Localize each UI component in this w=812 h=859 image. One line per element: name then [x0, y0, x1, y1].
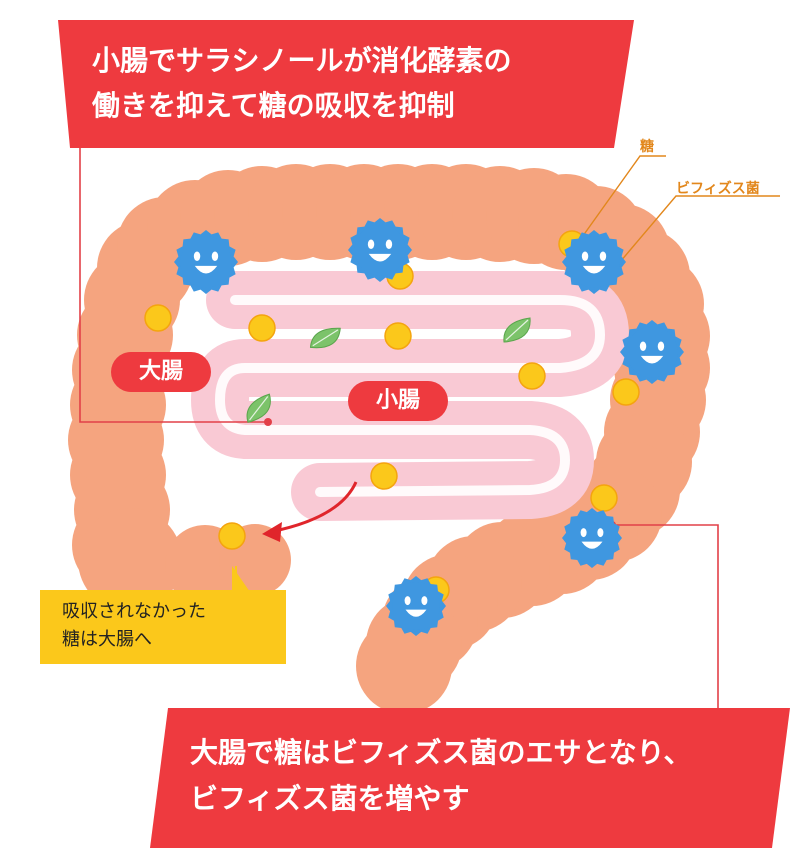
sugar-dot-icon — [384, 322, 412, 350]
smiling-bacteria-icon — [174, 230, 238, 294]
bottom-callout-connector — [612, 524, 719, 710]
unabsorbed-sugar-note: 吸収されなかった 糖は大腸へ — [40, 590, 286, 664]
colon-segment — [78, 508, 182, 612]
small-intestine-shape — [191, 271, 629, 521]
small-intestine-highlight — [215, 295, 605, 497]
bottom-callout-line-1: 大腸で糖はビフィズス菌のエサとなり、 — [190, 736, 692, 769]
smiling-bacteria-icon — [562, 230, 626, 294]
smiling-bacteria-icon — [562, 508, 622, 568]
top-callout-banner: 小腸でサラシノールが消化酵素の 働きを抑えて糖の吸収を抑制 — [58, 20, 634, 148]
leaf-group — [246, 317, 531, 423]
bifido-legend-connector — [619, 195, 780, 263]
sugar-dot-icon — [518, 362, 546, 390]
salacia-leaf-icon — [309, 327, 341, 349]
large-intestine-label: 大腸 — [111, 352, 211, 392]
sugar-dot-icon — [144, 304, 172, 332]
salacia-leaf-icon — [246, 393, 271, 423]
flow-arrow-shaft — [269, 481, 358, 534]
top-callout-line-1: 小腸でサラシノールが消化酵素の — [92, 44, 512, 77]
callout-connectors — [79, 148, 780, 710]
sugar-dot-icon — [612, 378, 640, 406]
bifidobacteria-legend-label: ビフィズス菌 — [676, 181, 760, 197]
colon-segment — [356, 618, 452, 714]
sugar-dot-icon — [248, 314, 276, 342]
bottom-callout-line-2: ビフィズス菌を増やす — [190, 782, 470, 815]
bottom-callout-banner: 大腸で糖はビフィズス菌のエサとなり、 ビフィズス菌を増やす — [150, 708, 790, 848]
top-callout-connector — [79, 148, 268, 423]
smiling-bacteria-icon — [348, 218, 412, 282]
sugar-legend-label: 糖 — [640, 139, 654, 155]
flow-arrow-head — [262, 522, 282, 542]
bacteria-group — [174, 218, 684, 636]
sugar-legend-connector — [579, 155, 666, 241]
small-intestine-label: 小腸 — [348, 381, 448, 421]
smiling-bacteria-icon — [620, 320, 684, 384]
sugar-dot-icon — [218, 522, 246, 550]
connector-dot — [264, 418, 272, 426]
note-line-2: 糖は大腸へ — [62, 629, 152, 650]
sugar-dot-icon — [590, 484, 618, 512]
note-pointer — [232, 566, 250, 592]
top-callout-line-2: 働きを抑えて糖の吸収を抑制 — [92, 89, 455, 122]
note-line-1: 吸収されなかった — [62, 601, 206, 622]
sugar-flow-arrow — [262, 481, 358, 542]
sugar-dot-icon — [370, 462, 398, 490]
salacia-leaf-icon — [503, 317, 531, 343]
smiling-bacteria-icon — [386, 576, 446, 636]
